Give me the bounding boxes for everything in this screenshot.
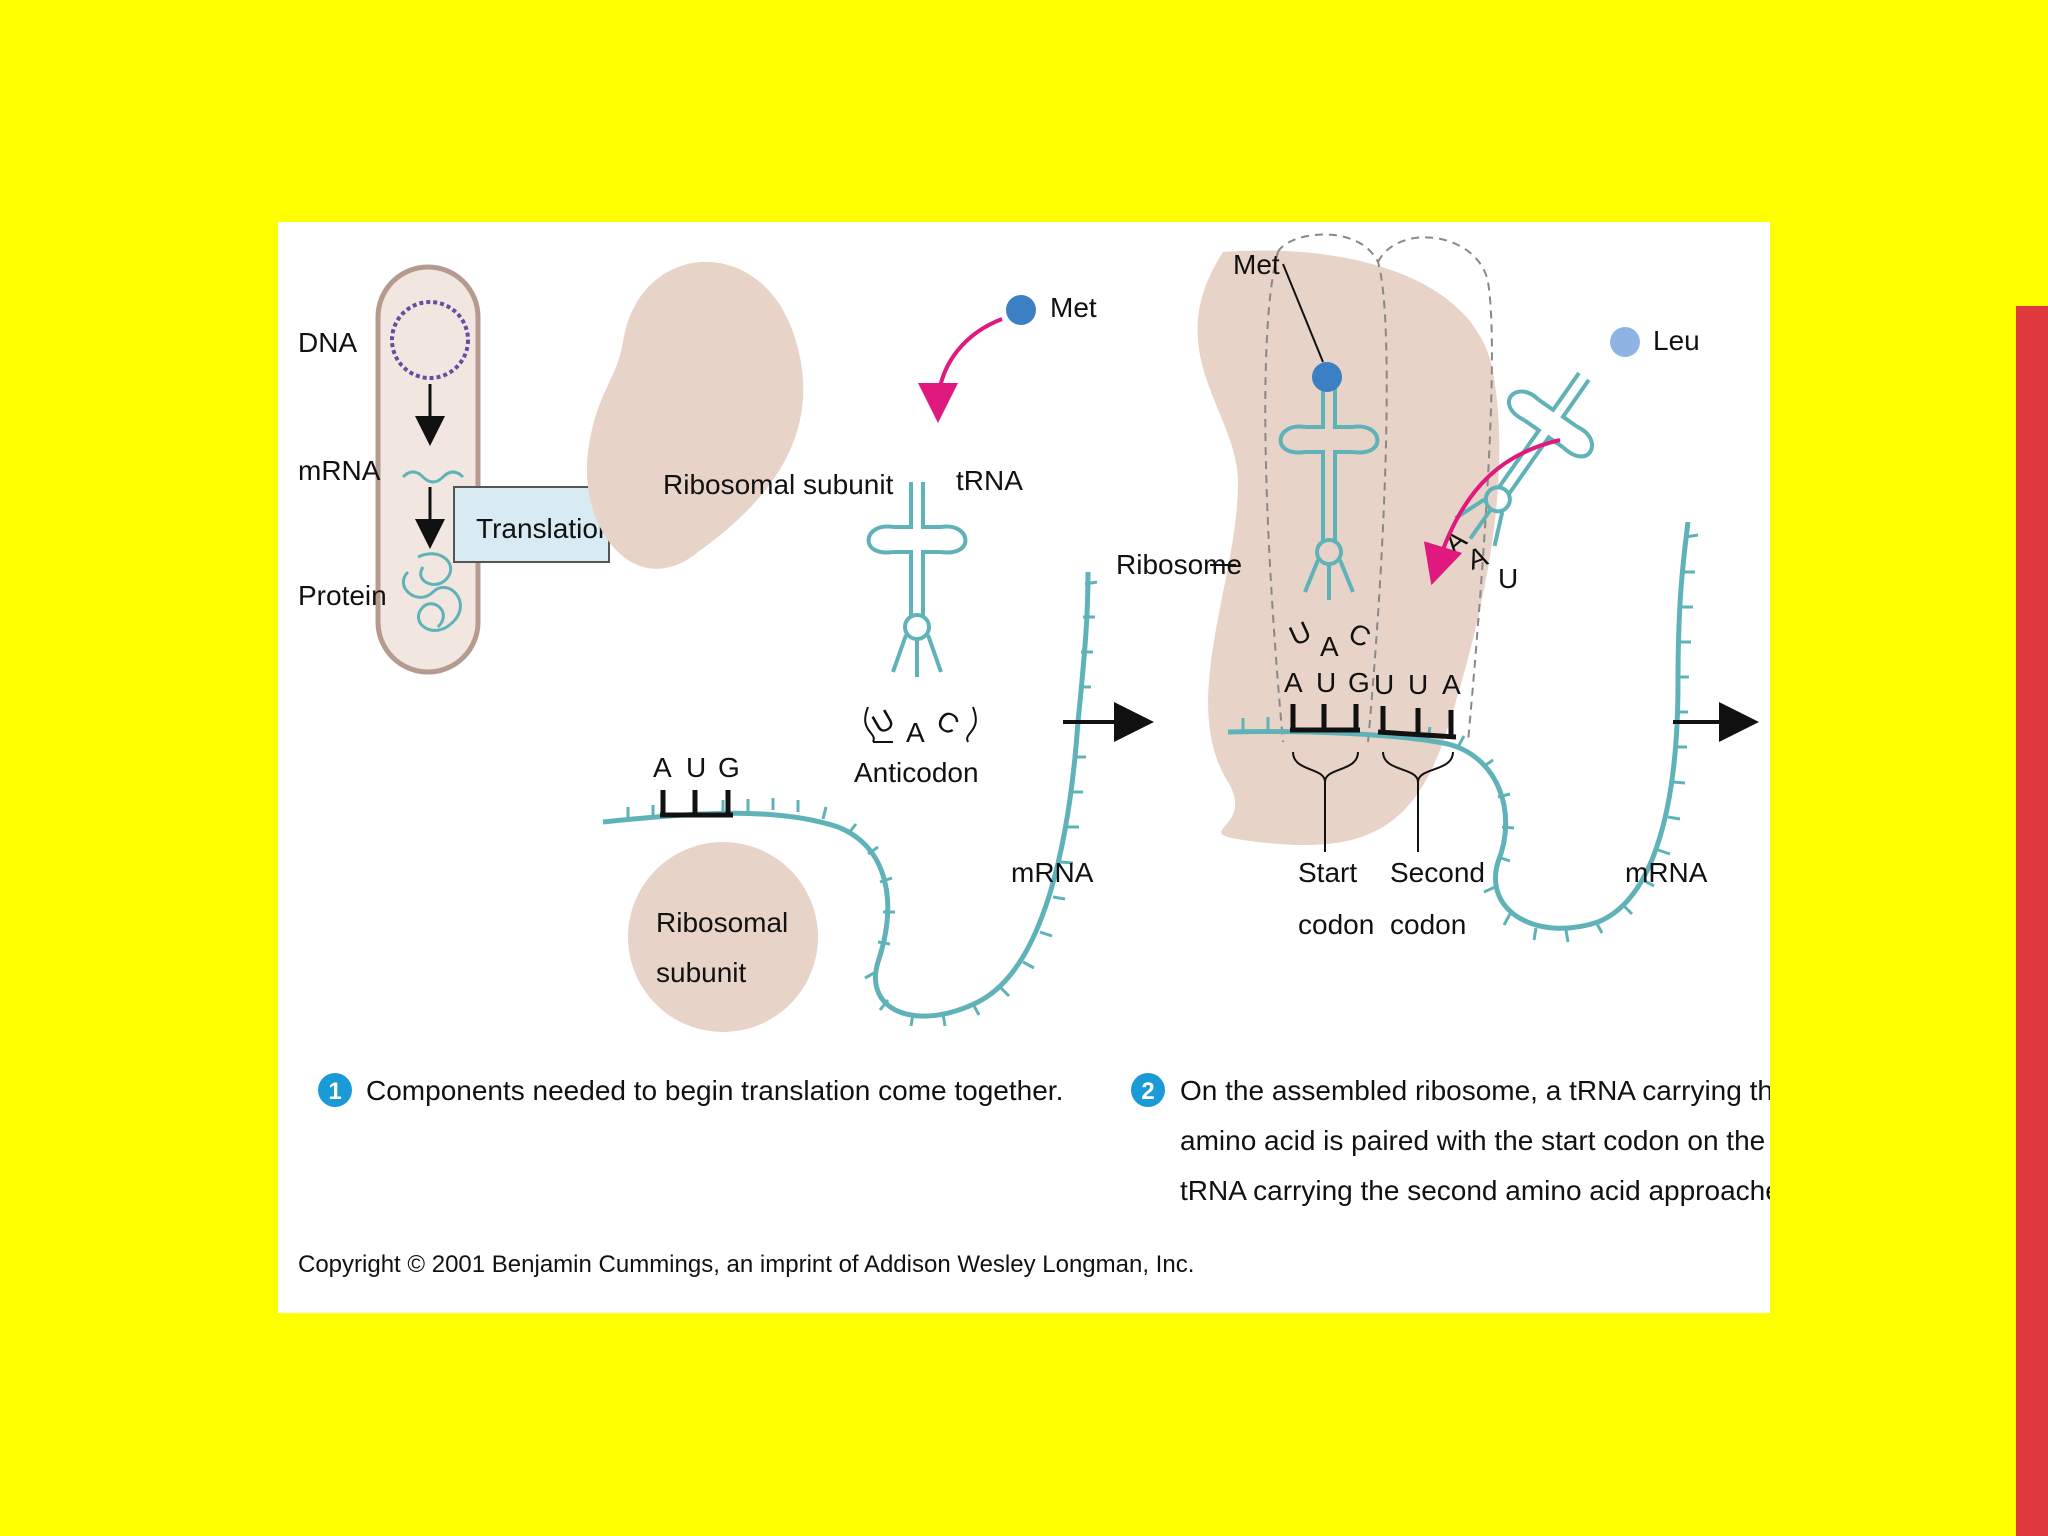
step2-caption-line3: tRNA carrying the second amino acid appr… <box>1180 1175 1770 1206</box>
translation-diagram: DNA mRNA Protein Translation Ribosomal s… <box>298 233 1770 1278</box>
codon3-base-u1: U <box>1374 669 1394 700</box>
protein-label: Protein <box>298 580 387 611</box>
anticodon3-base-u: U <box>1498 563 1518 594</box>
cell-inset <box>375 264 610 675</box>
protein-coil-icon <box>401 570 462 632</box>
small-subunit-label-2: subunit <box>656 957 747 988</box>
slide-edge <box>2016 0 2048 306</box>
accent-bar <box>2016 306 2048 1536</box>
p-site-outline <box>1277 233 1388 743</box>
cell-outline <box>375 264 481 675</box>
anticodon1-base-a: A <box>906 717 925 748</box>
met-approach-arrow <box>918 317 1003 423</box>
step1-badge <box>318 1073 352 1107</box>
met-bound-icon <box>1312 362 1342 392</box>
start-codon-label-2: codon <box>1298 909 1374 940</box>
step1-number: 1 <box>328 1078 341 1105</box>
assembled-ribosome <box>1197 250 1500 846</box>
codon2-base-u: U <box>1316 667 1336 698</box>
leu-amino-acid-icon <box>1610 327 1640 357</box>
mrna-label-1: mRNA <box>1011 857 1094 888</box>
step2-badge <box>1131 1073 1165 1107</box>
mrna-cell-label: mRNA <box>298 455 381 486</box>
large-ribosomal-subunit <box>586 261 804 569</box>
dna-circle-icon <box>390 300 470 380</box>
second-codon-label-1: Second <box>1390 857 1485 888</box>
second-codon-label-2: codon <box>1390 909 1466 940</box>
codon-brackets-2 <box>1290 704 1457 740</box>
mrna-label-2: mRNA <box>1625 857 1708 888</box>
mrna-squiggle-icon <box>401 470 465 484</box>
anticodon2-base-a: A <box>1320 631 1339 662</box>
start-codon-label-1: Start <box>1298 857 1357 888</box>
anticodon-brace <box>864 706 977 743</box>
copyright-notice: Copyright © 2001 Benjamin Cummings, an i… <box>298 1251 1194 1278</box>
step2-caption-line1: On the assembled ribosome, a tRNA carryi… <box>1180 1075 1770 1106</box>
leu-approach-arrow <box>1423 438 1561 586</box>
anticodon1-base-c: C <box>931 704 964 741</box>
codon3-base-a: A <box>1442 669 1461 700</box>
step2-caption-line2: amino acid is paired with the start codo… <box>1180 1125 1770 1156</box>
trna-leu-approaching <box>1454 371 1595 547</box>
codon1-base-g: G <box>718 752 740 783</box>
anticodon-label: Anticodon <box>854 757 979 788</box>
trna-label: tRNA <box>956 465 1023 496</box>
small-subunit-label-1: Ribosomal <box>656 907 788 938</box>
codon3-base-u2: U <box>1408 669 1428 700</box>
translation-box <box>453 486 610 563</box>
met-amino-acid-icon <box>1006 295 1036 325</box>
codon1-base-u: U <box>686 752 706 783</box>
leu-label: Leu <box>1653 325 1700 356</box>
a-site-outline <box>1377 236 1493 743</box>
codon1-base-a: A <box>653 752 672 783</box>
codon2-base-g: G <box>1348 667 1370 698</box>
translation-label: Translation <box>476 513 613 544</box>
met-label-2: Met <box>1233 249 1280 280</box>
step2-number: 2 <box>1141 1078 1154 1105</box>
step1-caption: Components needed to begin translation c… <box>366 1075 1063 1106</box>
start-codon-bracket-1 <box>660 790 733 818</box>
trna-met-bound <box>1278 382 1380 600</box>
large-subunit-label: Ribosomal subunit <box>663 469 894 500</box>
small-ribosomal-subunit <box>628 842 818 1032</box>
dna-label: DNA <box>298 327 357 358</box>
trna-1 <box>866 482 968 677</box>
translation-figure: DNA mRNA Protein Translation Ribosomal s… <box>278 222 1770 1313</box>
met-label-1: Met <box>1050 292 1097 323</box>
codon2-base-a: A <box>1284 667 1303 698</box>
